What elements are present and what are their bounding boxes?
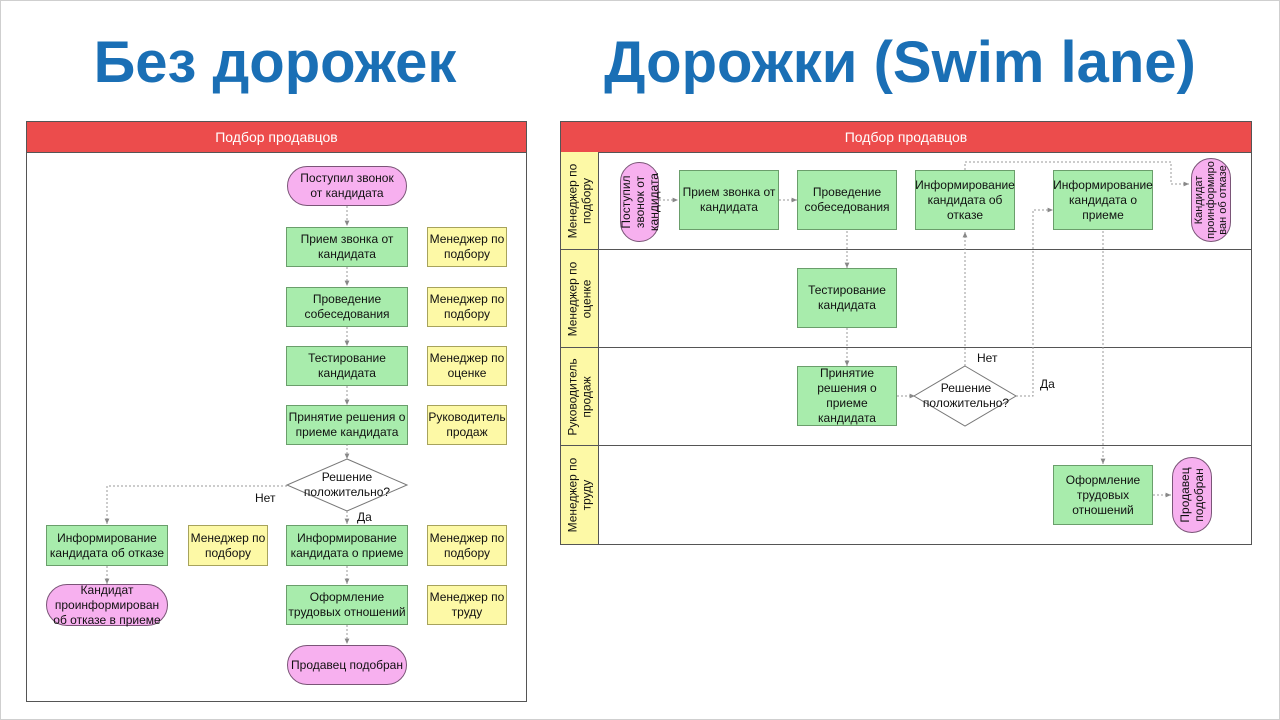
left-decision-make: Принятие решения о приеме кандидата	[286, 405, 408, 445]
right-testing: Тестирование кандидата	[797, 268, 897, 328]
lane-divider-2	[561, 347, 1251, 348]
right-interview: Проведение собеседования	[797, 170, 897, 230]
lane-label-recruiting	[561, 152, 599, 249]
left-role-testing: Менеджер по оценке	[427, 346, 507, 386]
right-start-node	[620, 162, 659, 242]
edge-decision-no	[104, 485, 287, 524]
lane-label-sales-head	[561, 347, 599, 445]
left-role-interview: Менеджер по подбору	[427, 287, 507, 327]
left-connectors	[104, 206, 409, 644]
left-testing: Тестирование кандидата	[286, 346, 408, 386]
lane-label-labor	[561, 445, 599, 544]
right-branch-no: Нет	[977, 351, 998, 365]
decision-diamond	[285, 458, 409, 512]
lane-divider-1	[561, 249, 1251, 250]
left-receive-call: Прием звонка от кандидата	[286, 227, 408, 267]
flowchart-without-lanes: Подбор продавцов Поступил звонок от канд…	[26, 121, 527, 702]
left-role-decision-make: Руководитель продаж	[427, 405, 507, 445]
right-title: Дорожки (Swim lane)	[604, 30, 1196, 95]
right-connectors	[659, 161, 1189, 498]
right-inform-accept: Информирование кандидата о приеме	[1053, 170, 1153, 230]
left-interview: Проведение собеседования	[286, 287, 408, 327]
right-branch-yes: Да	[1040, 377, 1055, 391]
left-employment: Оформление трудовых отношений	[286, 585, 408, 625]
left-inform-reject: Информирование кандидата об отказе	[46, 525, 168, 566]
right-end-hired-text: Продавец подобран	[1178, 467, 1206, 523]
right-employment: Оформление трудовых отношений	[1053, 465, 1153, 525]
lane-label-assessment	[561, 249, 599, 347]
right-decision-diamond	[913, 365, 1017, 427]
right-end-hired	[1172, 457, 1212, 533]
left-branch-yes: Да	[357, 510, 372, 524]
flowchart-swim-lanes: Подбор продавцов Менеджер по подбору Мен…	[560, 121, 1252, 545]
left-role-inform-accept: Менеджер по подбору	[427, 525, 507, 566]
right-panel-header: Подбор продавцов	[561, 122, 1251, 153]
lane-divider-3	[561, 445, 1251, 446]
left-role-receive-call: Менеджер по подбору	[427, 227, 507, 267]
left-role-employment: Менеджер по труду	[427, 585, 507, 625]
left-start-node: Поступил звонок от кандидата	[287, 166, 407, 206]
left-panel-header: Подбор продавцов	[27, 122, 526, 153]
right-decision-label: Решение положительно?	[922, 381, 1010, 410]
left-role-inform-reject: Менеджер по подбору	[188, 525, 268, 566]
left-decision-label: Решение положительно?	[303, 470, 391, 499]
left-end-hired: Продавец подобран	[287, 645, 407, 685]
left-title: Без дорожек	[93, 30, 457, 95]
right-inform-reject: Информирование кандидата об отказе	[915, 170, 1015, 230]
right-decision-make: Принятие решения о приеме кандидата	[797, 366, 897, 426]
right-end-reject	[1191, 158, 1231, 242]
left-branch-no: Нет	[255, 491, 276, 505]
left-end-reject: Кандидат проинформирован об отказе в при…	[46, 583, 168, 627]
edge-r-yes	[1016, 207, 1053, 397]
right-start-text: Поступил звонок от кандидата	[619, 173, 661, 231]
edge-r-reject-end	[964, 161, 1189, 187]
right-end-reject-text: Кандидат проинформиро ван об отказе	[1193, 161, 1229, 239]
right-receive-call: Прием звонка от кандидата	[679, 170, 779, 230]
left-inform-accept: Информирование кандидата о приеме	[286, 525, 408, 566]
